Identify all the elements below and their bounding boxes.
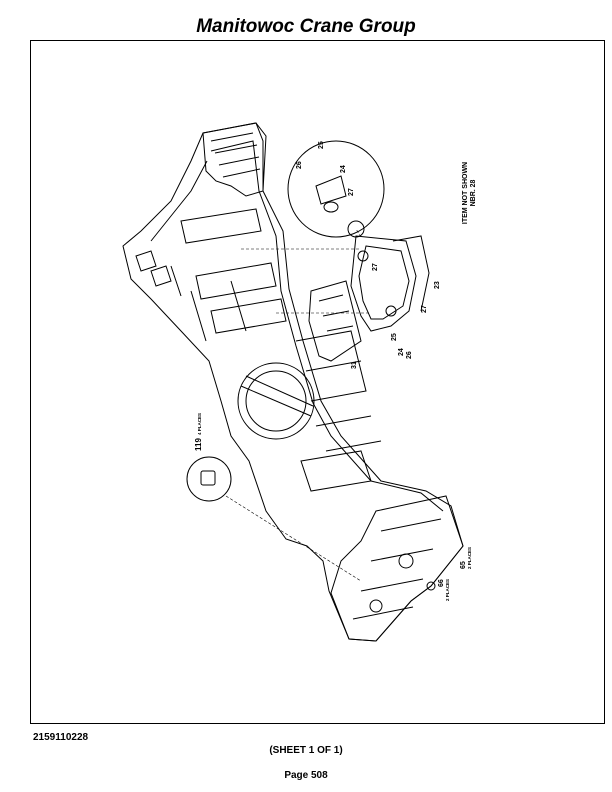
sheet-indicator: (SHEET 1 OF 1) [269,745,343,756]
callout-119: 119 [194,438,203,451]
turntable-ring [237,362,315,440]
document-number: 2159110228 [33,732,89,743]
parts-diagram: ITEM NOT SHOWN NBR. 28 26 25 24 27 27 23… [122,122,477,642]
carbody-frame-outline [122,122,464,642]
bottom-end-box [330,495,464,642]
item-note-ref: NBR. 28 [470,179,477,206]
mount-23 [350,235,417,332]
callout-66-note: 2 PLACES [445,579,450,601]
item-note: ITEM NOT SHOWN [462,162,469,224]
drawing-frame: ITEM NOT SHOWN NBR. 28 26 25 24 27 27 23… [30,40,605,724]
page-title: Manitowoc Crane Group [196,16,416,37]
detail-circle [287,140,385,238]
callout-24-detail: 24 [340,165,347,173]
callout-25-detail: 25 [318,141,325,149]
detail-circle-119 [186,456,232,502]
callout-31: 31 [351,361,358,369]
page-number: Page 508 [284,770,328,781]
callout-27-lower: 27 [421,305,428,313]
callout-66: 66 [438,579,445,587]
callout-25: 25 [391,333,398,341]
callout-24: 24 [398,348,405,356]
bracket-31 [308,280,362,362]
callout-65-note: 2 PLACES [467,547,472,569]
frame-inner-edge [210,140,444,512]
frame-inner-edge-left [150,160,208,242]
callout-65: 65 [460,561,467,569]
callout-27-detail: 27 [348,188,355,196]
callout-119-note: 4 PLACES [197,413,202,435]
callout-26: 26 [406,351,413,359]
callout-27-mount: 27 [372,263,379,271]
callout-23: 23 [434,281,441,289]
top-end-box [202,122,264,197]
callout-26-detail: 26 [296,161,303,169]
